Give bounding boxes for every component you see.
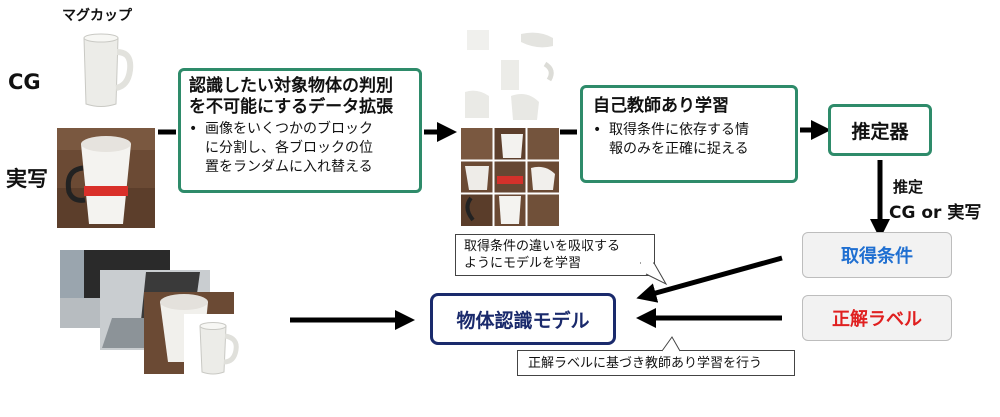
ssl-text-line1: 取得条件に依存する情 <box>609 122 749 138</box>
augmentation-title-line2: を不可能にするデータ拡張 <box>189 97 394 117</box>
mug-label: マグカップ <box>62 8 132 24</box>
real-label: 実写 <box>6 167 48 191</box>
shuffled-cg-image <box>461 30 557 122</box>
estimate-value: CG or 実写 <box>889 203 982 223</box>
absorb-note: 取得条件の違いを吸収する ようにモデルを学習 <box>455 234 655 276</box>
ssl-box: 自己教師あり学習 • 取得条件に依存する情 報のみを正確に捉える <box>580 85 798 183</box>
supervised-note-tail <box>661 336 681 352</box>
augmentation-text-line3: 置をランダムに入れ替える <box>205 159 373 175</box>
augmentation-box: 認識したい対象物体の判別 を不可能にするデータ拡張 • 画像をいくつかのブロック… <box>178 68 422 193</box>
bullet-icon: • <box>189 121 198 137</box>
supervised-note-text: 正解ラベルに基づき教師あり学習を行う <box>528 356 763 371</box>
cg-mug-image <box>78 30 134 110</box>
cg-label: CG <box>8 70 41 94</box>
estimator-box: 推定器 <box>828 104 932 156</box>
estimate-label: 推定 <box>893 178 924 196</box>
correct-label-box: 正解ラベル <box>802 295 952 341</box>
supervised-note: 正解ラベルに基づき教師あり学習を行う <box>517 350 795 376</box>
arrow-condition-to-model <box>636 255 783 303</box>
estimator-label: 推定器 <box>851 120 909 143</box>
augmentation-text-line2: に分割し、各ブロックの位 <box>205 140 373 156</box>
absorb-note-tail <box>640 262 668 286</box>
bullet-icon: • <box>593 122 602 138</box>
absorb-note-line2: ようにモデルを学習 <box>464 256 582 271</box>
absorb-note-line1: 取得条件の違いを吸収する <box>464 239 621 254</box>
training-images-stack <box>60 250 246 378</box>
augmentation-text-line1: 画像をいくつかのブロック <box>205 121 373 137</box>
correct-label-text: 正解ラベル <box>832 309 922 330</box>
condition-label: 取得条件 <box>841 246 913 267</box>
ssl-title: 自己教師あり学習 <box>593 96 729 116</box>
recognition-model-label: 物体認識モデル <box>456 309 590 332</box>
recognition-model-box: 物体認識モデル <box>430 293 616 345</box>
condition-box: 取得条件 <box>802 232 952 278</box>
shuffled-real-image <box>461 128 559 226</box>
ssl-text-line2: 報のみを正確に捉える <box>609 141 749 157</box>
real-mug-photo <box>57 128 155 228</box>
augmentation-title-line1: 認識したい対象物体の判別 <box>189 76 393 96</box>
